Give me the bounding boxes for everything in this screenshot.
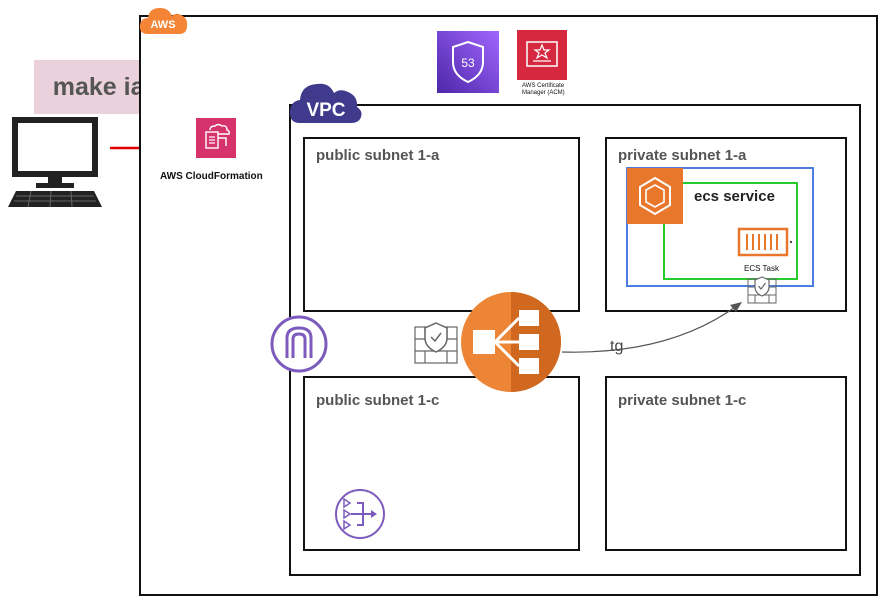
ecs-service-boundary — [626, 167, 814, 287]
aws-badge-label: AWS — [150, 19, 175, 31]
public-subnet-1a-label: public subnet 1-a — [316, 147, 440, 164]
vpc-cloud-icon: VPC — [289, 83, 362, 123]
vpc-badge-label: VPC — [306, 100, 345, 121]
private-subnet-1a — [605, 137, 847, 312]
aws-cloud-icon: AWS — [139, 8, 188, 34]
firewall-shield-icon — [747, 276, 777, 304]
ecs-task-label: ECS Task — [744, 264, 779, 273]
ecs-icon — [627, 168, 683, 224]
certificate-icon — [517, 30, 567, 80]
acm-label-line2: Manager (ACM) — [522, 90, 565, 96]
load-balancer-icon — [461, 292, 561, 392]
ecs-service-label: ecs service — [694, 188, 775, 205]
private-subnet-1a-label: private subnet 1-a — [618, 147, 747, 164]
route53-shield-icon: 53 — [437, 31, 499, 93]
ecs-task-boundary — [663, 182, 798, 280]
cloudformation-label: AWS CloudFormation — [160, 171, 263, 182]
nat-gateway-icon — [335, 489, 385, 539]
container-icon — [737, 227, 792, 257]
private-subnet-1c-label: private subnet 1-c — [618, 392, 747, 409]
public-subnet-1c-label: public subnet 1-c — [316, 392, 440, 409]
internet-gateway-icon — [270, 315, 328, 373]
route53-label: 53 — [461, 56, 475, 70]
public-subnet-1a — [303, 137, 580, 312]
acm-label-line1: AWS Certificate — [522, 83, 565, 89]
firewall-shield-icon — [414, 322, 458, 364]
private-subnet-1c — [605, 376, 847, 551]
desktop-computer-icon — [8, 117, 102, 208]
tg-label: tg — [610, 338, 624, 355]
cloudformation-icon — [196, 118, 236, 158]
target-group-arrow — [561, 302, 742, 353]
